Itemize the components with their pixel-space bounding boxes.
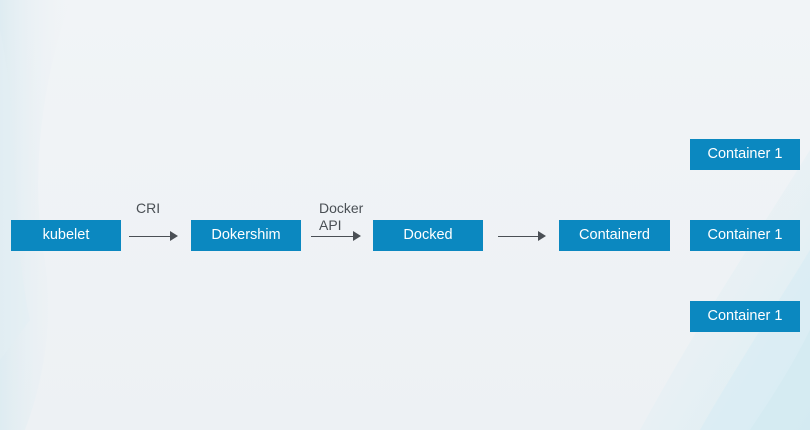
dokershim-node: Dokershim [191,220,301,251]
docker-api-label-line1: Docker [319,200,364,216]
container-node-middle: Container 1 [690,220,800,251]
arrow-dokershim-to-docked [311,231,361,241]
docker-api-label-line2: API [319,217,342,233]
container-node-bottom: Container 1 [690,301,800,332]
arrow-kubelet-to-dokershim [129,231,178,241]
containerd-node: Containerd [559,220,670,251]
container-node-top: Container 1 [690,139,800,170]
docked-node: Docked [373,220,483,251]
kubelet-node: kubelet [11,220,121,251]
arrow-docked-to-containerd [498,231,546,241]
cri-label: CRI [136,200,161,216]
